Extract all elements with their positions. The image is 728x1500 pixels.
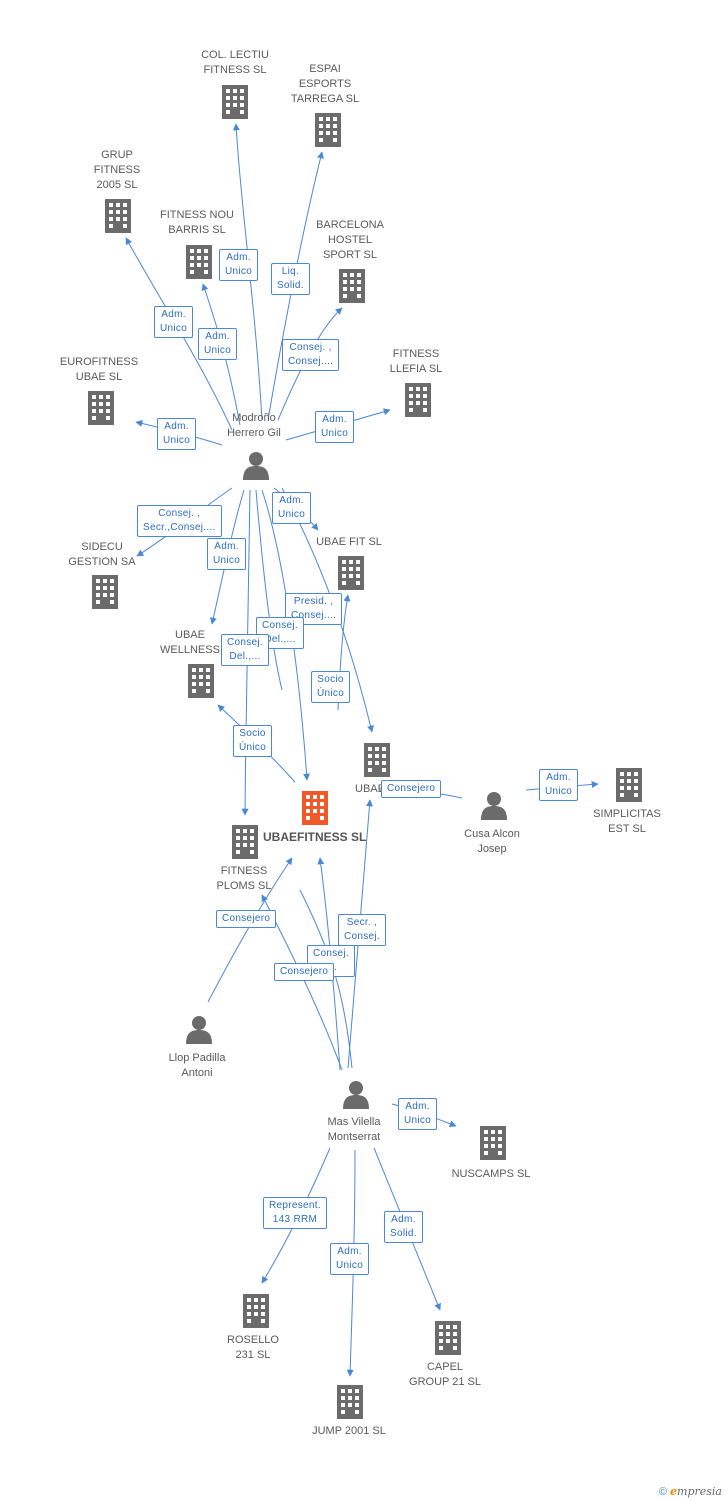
edge-role-label: Socio Único (233, 725, 273, 757)
edge-role-label: Consejero (216, 910, 277, 928)
building-icon-simp[interactable] (616, 768, 642, 802)
person-label-modr[interactable]: Modroño Herrero Gil (227, 412, 281, 439)
building-icon-wellness[interactable] (188, 664, 214, 698)
company-label-espai[interactable]: ESPAI ESPORTS TARREGA SL (290, 63, 360, 105)
edge-role-label: Liq. Solid. (271, 263, 310, 295)
edge-role-label: Adm. Unico (157, 418, 197, 450)
building-icon-capel[interactable] (435, 1321, 461, 1355)
edge-role-label: Consej. , Consej.... (282, 339, 340, 371)
company-label-llefia[interactable]: FITNESS LLEFIA SL (389, 348, 443, 375)
building-icon-ubaeser[interactable] (364, 743, 390, 777)
copyright-symbol: © (658, 1486, 667, 1498)
person-label-llop[interactable]: Llop Padilla Antoni (168, 1052, 226, 1079)
edge-role-label: Adm. Unico (315, 411, 355, 443)
company-label-ploms[interactable]: FITNESS PLOMS SL (216, 865, 272, 892)
relation-edge (207, 857, 293, 1003)
edge-role-label: Consej. Del.,... (221, 634, 270, 666)
company-label-grup[interactable]: GRUP FITNESS 2005 SL (93, 149, 141, 191)
edge-role-label: Socio Único (311, 671, 351, 703)
company-label-wellness[interactable]: UBAE WELLNESS (160, 629, 220, 656)
edge-role-label: Adm. Unico (154, 306, 194, 338)
edge-role-label: Consejero (381, 780, 442, 798)
building-icon-euro[interactable] (88, 391, 114, 425)
edge-role-label: Adm. Unico (207, 538, 247, 570)
building-icon-espai[interactable] (315, 113, 341, 147)
building-icon-jump[interactable] (337, 1385, 363, 1419)
footer-brand: © empresia (659, 1485, 722, 1498)
building-icon-bhs[interactable] (339, 269, 365, 303)
edge-role-label: Adm. Unico (330, 1243, 370, 1275)
edge-role-label: Consejero (274, 963, 335, 981)
person-label-cusa[interactable]: Cusa Alcon Josep (464, 828, 520, 855)
company-label-rosello[interactable]: ROSELLO 231 SL (227, 1334, 279, 1361)
edge-role-label: Secr. , Consej. (338, 914, 387, 946)
building-icon-ubaefit[interactable] (338, 556, 364, 590)
building-icon-sidecu[interactable] (92, 575, 118, 609)
building-icon-col[interactable] (222, 85, 248, 119)
person-label-mas[interactable]: Mas Vilella Montserrat (327, 1116, 381, 1143)
relation-edge (299, 889, 353, 1069)
brand-logo: empresia (670, 1485, 722, 1498)
company-label-capel[interactable]: CAPEL GROUP 21 SL (409, 1361, 481, 1388)
company-label-focus[interactable]: UBAEFITNESS SL (263, 830, 367, 844)
person-icon-llop[interactable] (186, 1016, 212, 1044)
person-icon-mas[interactable] (343, 1081, 369, 1109)
building-icon-ploms[interactable] (232, 825, 258, 859)
company-label-simp[interactable]: SIMPLICITAS EST SL (593, 808, 661, 835)
company-label-bhs[interactable]: BARCELONA HOSTEL SPORT SL (316, 219, 384, 261)
company-label-nuscamps[interactable]: NUSCAMPS SL (451, 1168, 531, 1180)
company-label-sidecu[interactable]: SIDECU GESTION SA (68, 541, 136, 568)
edge-role-label: Adm. Unico (198, 328, 238, 360)
edge-role-label: Adm. Unico (272, 492, 312, 524)
edge-role-label: Adm. Unico (398, 1098, 438, 1130)
building-icon-llefia[interactable] (405, 383, 431, 417)
building-icon-nou[interactable] (186, 245, 212, 279)
edge-role-label: Adm. Unico (539, 769, 579, 801)
relation-edge (255, 489, 283, 691)
company-label-jump[interactable]: JUMP 2001 SL (312, 1425, 386, 1437)
company-label-euro[interactable]: EUROFITNESS UBAE SL (59, 356, 139, 383)
edge-role-label: Represent. 143 RRM (263, 1197, 327, 1229)
company-label-nou[interactable]: FITNESS NOU BARRIS SL (160, 209, 234, 236)
edge-role-label: Adm. Solid. (384, 1211, 423, 1243)
edge-role-label: Adm. Unico (219, 249, 259, 281)
building-icon-focus[interactable] (302, 791, 328, 825)
company-label-col[interactable]: COL. LECTIU FITNESS SL (201, 49, 269, 76)
building-icon-nuscamps[interactable] (480, 1126, 506, 1160)
company-label-ubaefit[interactable]: UBAE FIT SL (316, 536, 382, 548)
person-icon-cusa[interactable] (481, 792, 507, 820)
person-icon-modr[interactable] (243, 452, 269, 480)
building-icon-rosello[interactable] (243, 1294, 269, 1328)
edge-role-label: Consej. , Secr.,Consej.... (137, 505, 222, 537)
building-icon-grup[interactable] (105, 199, 131, 233)
